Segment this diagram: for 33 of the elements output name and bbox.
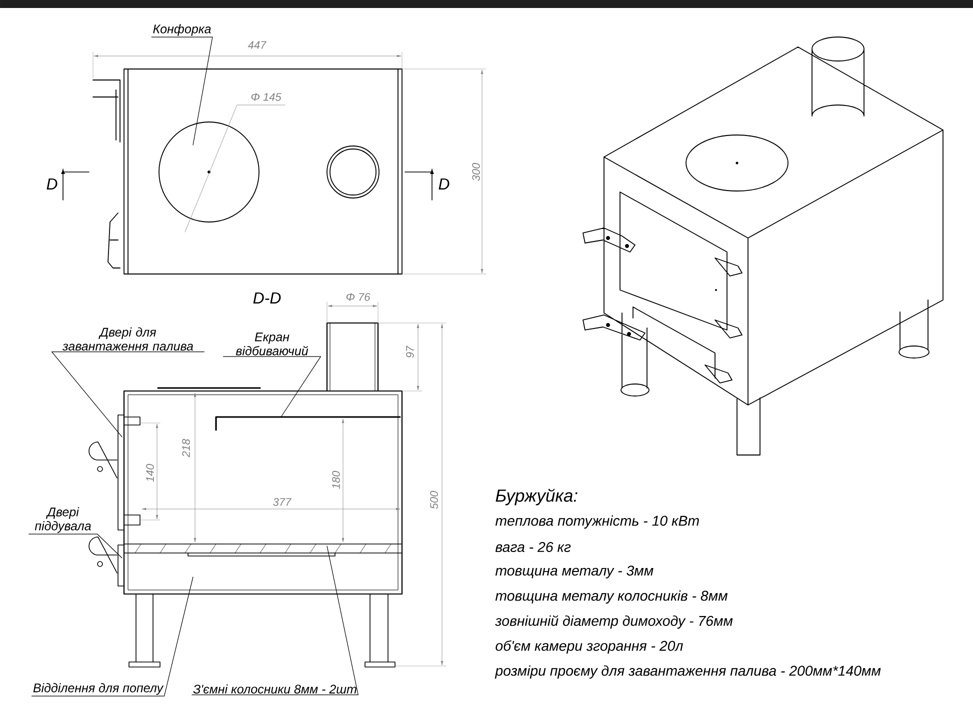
callout-text: Конфорка — [153, 24, 211, 36]
leader-line — [151, 36, 213, 146]
dimension-label: Φ 145 — [250, 92, 282, 102]
spec-line: об'єм камери згорання - 20л — [496, 640, 683, 654]
spec-line: товщина металу - 3мм — [495, 566, 654, 578]
callout-text: Двері піддувала — [34, 507, 91, 533]
leader-line — [28, 534, 122, 558]
callout-text: З'ємні колосники 8мм - 2шт — [193, 684, 356, 694]
dimension-label: 97 — [405, 344, 415, 360]
dimension-label: 218 — [181, 438, 191, 458]
leader-line — [192, 546, 358, 696]
dimension-label: 377 — [272, 497, 292, 507]
spec-heading: Буржуйка: — [496, 488, 578, 506]
dimension-label: 180 — [331, 470, 341, 490]
dimension-label: 300 — [471, 162, 481, 182]
dimension-label: Φ 76 — [344, 292, 372, 302]
leader-line — [223, 356, 321, 418]
callout-text: Екран відбиваючий — [236, 332, 308, 356]
callout-text: Двері для завантаження палива — [62, 327, 194, 351]
spec-line: вага - 26 кг — [495, 542, 571, 552]
dimension-label: 500 — [429, 490, 439, 510]
dimension-label: 447 — [246, 40, 268, 50]
spec-line: теплова потужність - 10 кВт — [495, 515, 699, 529]
section-label: D — [438, 178, 450, 190]
section-label: D — [46, 178, 58, 190]
dimension-label: 140 — [145, 462, 155, 484]
spec-line: розміри проєму для завантаження палива - 200мм*140мм — [494, 665, 881, 679]
spec-line: товщина металу колосників - 8мм — [495, 590, 728, 604]
section-label: D-D — [253, 292, 281, 304]
leader-line — [52, 352, 205, 438]
spec-line: зовнішній діаметр димоходу - 76мм — [495, 615, 733, 629]
callout-text: Відділення для попелу — [33, 683, 164, 695]
leader-line — [31, 576, 194, 696]
